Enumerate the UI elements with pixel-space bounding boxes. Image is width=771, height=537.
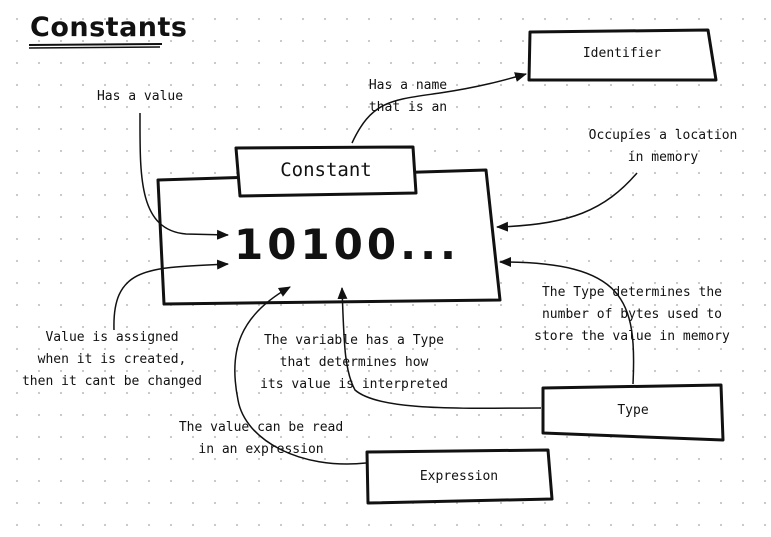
label-has-value: Has a value <box>96 89 184 104</box>
page-title: Constants <box>30 12 188 43</box>
label-line: Occupies a location <box>588 128 738 143</box>
label-occupies: Occupies a location in memory <box>575 125 751 169</box>
arrow-type-bytes <box>499 257 635 385</box>
arrow-has-value <box>139 112 229 240</box>
arrow-expression-read <box>234 286 367 465</box>
arrow-occupies <box>496 172 638 232</box>
identifier-node-label: Identifier <box>582 46 662 61</box>
type-node-label: Type <box>617 403 649 418</box>
label-type-bytes: The Type determines the number of bytes … <box>522 282 742 348</box>
title-underline <box>28 43 163 46</box>
label-line: that is an <box>368 100 448 115</box>
label-read: The value can be read in an expression <box>168 417 354 461</box>
label-line: The value can be read <box>178 420 344 435</box>
identifier-node-box <box>527 28 718 82</box>
arrow-variable-type <box>337 287 542 410</box>
label-line: that determines how <box>279 355 429 370</box>
expression-node-label: Expression <box>419 469 499 484</box>
constant-value: 10100... <box>234 220 460 269</box>
label-line: The variable has a Type <box>263 333 444 348</box>
type-node-box <box>541 383 725 442</box>
label-line: in an expression <box>198 442 324 457</box>
expression-node-box <box>365 448 554 505</box>
label-line: its value is interpreted <box>260 377 448 392</box>
label-line: then it cant be changed <box>21 374 202 389</box>
label-has-name: Has a name that is an <box>338 75 478 119</box>
label-assigned: Value is assigned when it is created, th… <box>12 327 212 393</box>
constant-node-label: Constant <box>280 159 372 181</box>
label-line: when it is created, <box>37 352 187 367</box>
label-line: The Type determines the <box>541 285 722 300</box>
title-underline <box>28 46 161 49</box>
label-line: in memory <box>627 150 699 165</box>
arrow-has-name <box>351 72 527 144</box>
constant-node-box <box>234 145 418 198</box>
label-line: Value is assigned <box>45 330 179 345</box>
label-line: number of bytes used to <box>541 307 722 322</box>
label-line: Has a name <box>368 78 448 93</box>
label-line: store the value in memory <box>534 329 730 344</box>
label-variable-type: The variable has a Type that determines … <box>248 330 460 396</box>
arrow-assigned <box>113 259 229 331</box>
